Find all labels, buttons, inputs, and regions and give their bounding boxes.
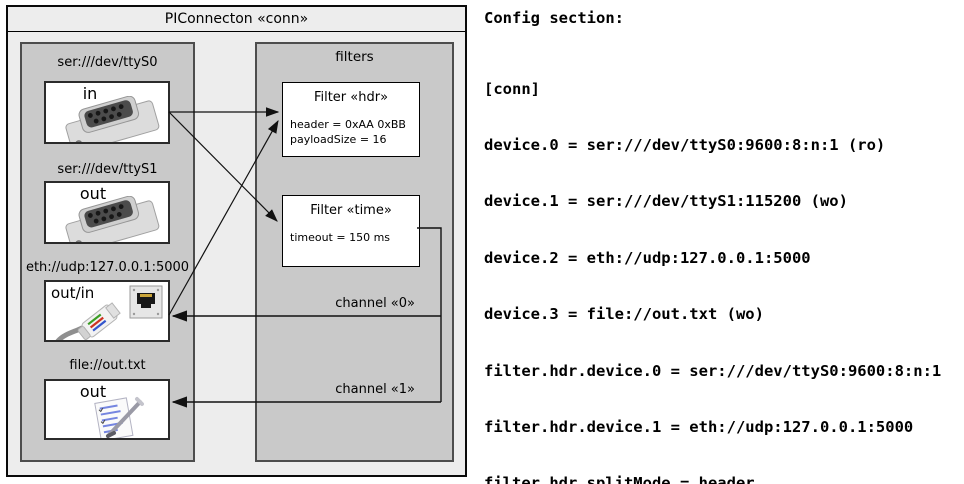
config-heading: Config section: (484, 9, 624, 27)
device-uri-label: ser:///dev/ttyS0 (57, 55, 158, 70)
notepad-icon (94, 397, 144, 438)
channel-0-label: channel «0» (335, 296, 415, 311)
device-uri-label: file://out.txt (69, 358, 146, 373)
config-line: filter.hdr.device.0 = ser:///dev/ttyS0:9… (484, 361, 942, 380)
device-direction-label: out (79, 184, 107, 203)
devices-panel: ser:///dev/ttyS0 in ser:///dev/ttyS1 out (20, 42, 195, 462)
filter-node-time: Filter «time» timeout = 150 ms (282, 195, 420, 267)
device-uri-label: ser:///dev/ttyS1 (57, 162, 158, 177)
channel-1-label: channel «1» (335, 382, 415, 397)
config-lines: [conn] device.0 = ser:///dev/ttyS0:9600:… (484, 42, 951, 484)
diagram-title: PIConnecton «conn» (8, 7, 465, 32)
device-direction-label: in (82, 84, 98, 103)
config-line: device.1 = ser:///dev/ttyS1:115200 (wo) (484, 192, 848, 211)
config-line: device.3 = file://out.txt (wo) (484, 305, 764, 324)
device-node-eth: out/in (44, 280, 170, 342)
device-direction-label: out (79, 382, 107, 401)
serial-connector-icon (65, 96, 160, 142)
filter-node-hdr: Filter «hdr» header = 0xAA 0xBB payloadS… (282, 82, 420, 157)
config-line: device.0 = ser:///dev/ttyS0:9600:8:n:1 (… (484, 135, 886, 154)
device-node-ttyS1: out (44, 181, 170, 244)
filter-param: header = 0xAA 0xBB (290, 118, 406, 131)
device-node-ttyS0: in (44, 81, 170, 144)
filter-title: Filter «time» (310, 203, 392, 218)
device-uri-label: eth://udp:127.0.0.1:5000 (25, 260, 190, 275)
filters-panel: filters Filter «hdr» header = 0xAA 0xBB … (255, 42, 454, 462)
filters-panel-title: filters (335, 49, 374, 65)
filter-title: Filter «hdr» (313, 90, 389, 105)
config-line: filter.hdr.device.1 = eth://udp:127.0.0.… (484, 417, 914, 436)
config-line: device.2 = eth://udp:127.0.0.1:5000 (484, 248, 811, 267)
config-line: [conn] (484, 79, 540, 98)
serial-connector-icon (65, 196, 160, 242)
device-direction-label: out/in (51, 284, 95, 302)
device-node-file: out (44, 379, 170, 440)
filter-param: payloadSize = 16 (290, 133, 387, 146)
config-line: filter.hdr.splitMode = header (484, 474, 755, 484)
ethernet-jack-icon (129, 285, 163, 319)
config-section: Config section: [conn] device.0 = ser://… (484, 8, 962, 484)
ethernet-cable-icon (55, 302, 121, 340)
filter-param: timeout = 150 ms (290, 231, 391, 244)
